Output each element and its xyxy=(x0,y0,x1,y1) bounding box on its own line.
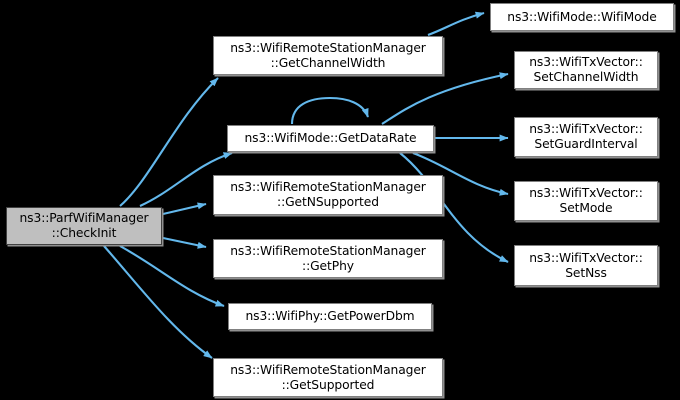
edge-getdatarate-setchannelwidth xyxy=(381,72,509,125)
edge-checkinit-getdatarate xyxy=(139,152,233,207)
node-wifiphy-getpowerdbm[interactable]: ns3::WifiPhy::GetPowerDbm xyxy=(228,303,432,330)
node-wifitxvector-setnss[interactable]: ns3::WifiTxVector:: SetNss xyxy=(514,245,658,286)
node-parfwifimanager-checkinit[interactable]: ns3::ParfWifiManager ::CheckInit xyxy=(6,207,162,245)
node-wifitxvector-setchannelwidth[interactable]: ns3::WifiTxVector:: SetChannelWidth xyxy=(514,51,658,89)
edge-checkinit-getsupported xyxy=(103,245,213,359)
node-wifiremotestationmanager-getsupported[interactable]: ns3::WifiRemoteStationManager ::GetSuppo… xyxy=(213,358,443,397)
edge-checkinit-getnsupported xyxy=(162,202,207,216)
node-wifiremotestationmanager-getphy[interactable]: ns3::WifiRemoteStationManager ::GetPhy xyxy=(213,239,443,278)
edge-getdatarate-setmode xyxy=(412,152,509,196)
node-wifiremotestationmanager-getnsupported[interactable]: ns3::WifiRemoteStationManager ::GetNSupp… xyxy=(213,175,443,215)
node-wifimode-wifimode[interactable]: ns3::WifiMode::WifiMode xyxy=(490,3,674,31)
node-wifitxvector-setguardinterval[interactable]: ns3::WifiTxVector:: SetGuardInterval xyxy=(514,117,658,157)
edge-getdatarate-setnss xyxy=(399,152,509,263)
node-wifimode-getdatarate[interactable]: ns3::WifiMode::GetDataRate xyxy=(227,125,434,152)
node-wifiremotestationmanager-getchannelwidth[interactable]: ns3::WifiRemoteStationManager ::GetChann… xyxy=(213,36,443,75)
edge-checkinit-getchannelwidth xyxy=(119,77,219,207)
edge-getdatarate-self xyxy=(290,96,369,125)
edge-checkinit-getpowerdbm xyxy=(119,245,225,307)
node-wifitxvector-setmode[interactable]: ns3::WifiTxVector:: SetMode xyxy=(514,181,658,221)
edge-getchannelwidth-wifimode xyxy=(427,11,485,36)
edge-checkinit-getphy xyxy=(162,236,207,249)
